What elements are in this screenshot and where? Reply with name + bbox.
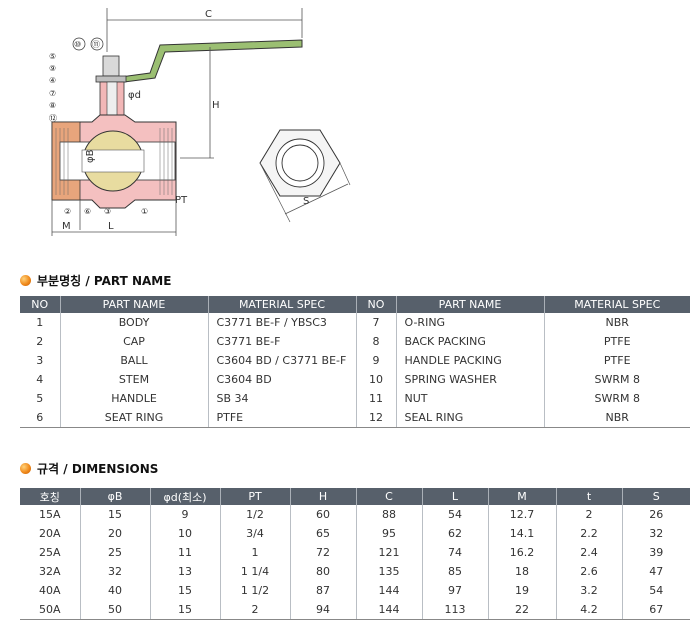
header-l: L (422, 488, 489, 505)
header-t: t (556, 488, 623, 505)
dim-label-phi-b: φB (85, 149, 96, 163)
dim-label-s: S (303, 196, 309, 207)
header-phi-b: φB (80, 488, 151, 505)
header-h: H (290, 488, 357, 505)
header-part-name: PART NAME (396, 296, 545, 313)
table-row: 1 BODY C3771 BE-F / YBSC3 7 O-RING NBR (20, 313, 690, 332)
svg-text:②: ② (64, 207, 71, 216)
header-no: NO (356, 296, 397, 313)
svg-text:⑨: ⑨ (49, 64, 56, 73)
hex-end-view: S (259, 129, 351, 223)
header-c: C (356, 488, 423, 505)
dim-label-m: M (62, 221, 71, 232)
orange-bullet-icon (20, 463, 31, 474)
dim-label-h: H (212, 100, 220, 111)
part-name-table: NO PART NAME MATERIAL SPEC NO PART NAME … (20, 296, 690, 428)
svg-text:⑩: ⑩ (74, 40, 81, 49)
svg-text:④: ④ (49, 76, 56, 85)
table-row: 4 STEM C3604 BD 10 SPRING WASHER SWRM 8 (20, 370, 690, 389)
svg-text:⑤: ⑤ (49, 52, 56, 61)
header-s: S (622, 488, 690, 505)
part-balloons-bottom: ② ⑥ ③ ① (64, 207, 148, 216)
svg-text:①: ① (141, 207, 148, 216)
ball-valve-drawing: C H φd φB PT M L ⑩ ⑪ ⑤ ⑨ ④ (49, 8, 351, 236)
part-name-section-title: 부분명칭 / PART NAME (20, 272, 171, 289)
dimensions-section-title: 규격 / DIMENSIONS (20, 460, 158, 477)
dimensions-title-text: 규격 / DIMENSIONS (37, 462, 159, 476)
dimension-l-m: M L (51, 200, 177, 236)
dimension-c: C (106, 8, 303, 52)
header-material-spec: MATERIAL SPEC (544, 296, 690, 313)
table-header-row: 호칭 φB φd(최소) PT H C L M t S (20, 488, 690, 505)
svg-text:⑪: ⑪ (92, 40, 100, 49)
header-m: M (488, 488, 557, 505)
header-pt: PT (220, 488, 291, 505)
svg-text:⑦: ⑦ (49, 89, 56, 98)
header-no: NO (20, 296, 61, 313)
dim-label-pt: PT (175, 195, 188, 206)
table-row: 2 CAP C3771 BE-F 8 BACK PACKING PTFE (20, 332, 690, 351)
dimension-h: H (180, 47, 220, 159)
table-header-row: NO PART NAME MATERIAL SPEC NO PART NAME … (20, 296, 690, 313)
part-balloons-left: ⑩ ⑪ ⑤ ⑨ ④ ⑦ ⑧ ⑫ (49, 37, 104, 123)
dim-label-c: C (205, 9, 212, 20)
header-material-spec: MATERIAL SPEC (208, 296, 357, 313)
dim-label-phi-d: φd (128, 90, 141, 101)
part-name-title-text: 부분명칭 / PART NAME (37, 274, 172, 288)
svg-text:③: ③ (104, 207, 111, 216)
svg-text:⑥: ⑥ (84, 207, 91, 216)
header-size: 호칭 (20, 488, 81, 505)
table-row: 6 SEAT RING PTFE 12 SEAL RING NBR (20, 408, 690, 428)
table-row: 5 HANDLE SB 34 11 NUT SWRM 8 (20, 389, 690, 408)
svg-text:⑧: ⑧ (49, 101, 56, 110)
valve-handle (96, 39, 303, 85)
orange-bullet-icon (20, 275, 31, 286)
header-part-name: PART NAME (60, 296, 209, 313)
svg-text:⑫: ⑫ (49, 114, 57, 123)
nut (102, 55, 120, 77)
header-phi-d-min: φd(최소) (150, 488, 221, 505)
table-row: 3 BALL C3604 BD / C3771 BE-F 9 HANDLE PA… (20, 351, 690, 370)
dim-label-l: L (108, 221, 114, 232)
